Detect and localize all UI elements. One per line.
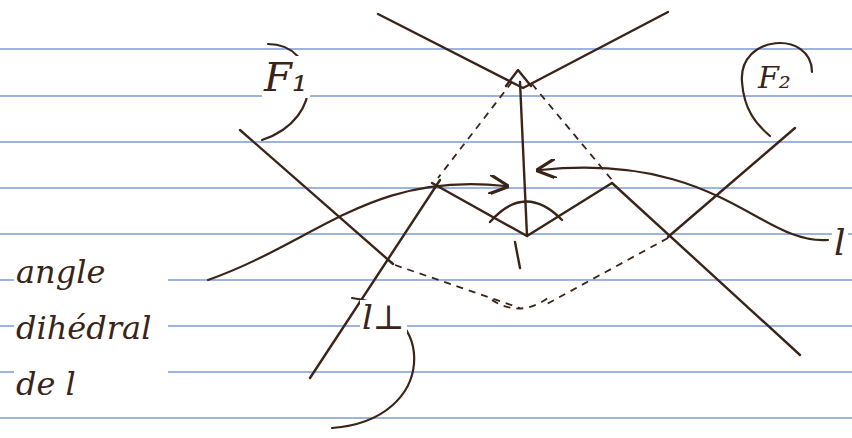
ruled-lines [0,49,852,418]
line-l-lower [515,242,520,268]
line-label: l⊥ [360,300,407,336]
plane-f2-edge-right [612,183,800,355]
hidden-lines [395,82,668,309]
line-l [520,82,527,236]
top-edge [378,12,668,88]
line-label: l [832,224,848,262]
line-l-perp [310,180,440,378]
l-perp-bracket [332,298,414,428]
f2-bracket [742,43,812,136]
angle-arc [490,201,562,222]
ridge [432,183,612,236]
angle-label: angle dihédral de l [14,244,168,412]
plane-f2-edge [668,128,795,237]
l-leader [540,168,828,241]
plane-f1-edge [240,130,393,264]
plane-label: F₂ [756,62,793,94]
leaders [208,43,828,428]
angle-leader [208,184,505,280]
plane-label: F₁ [262,56,310,98]
